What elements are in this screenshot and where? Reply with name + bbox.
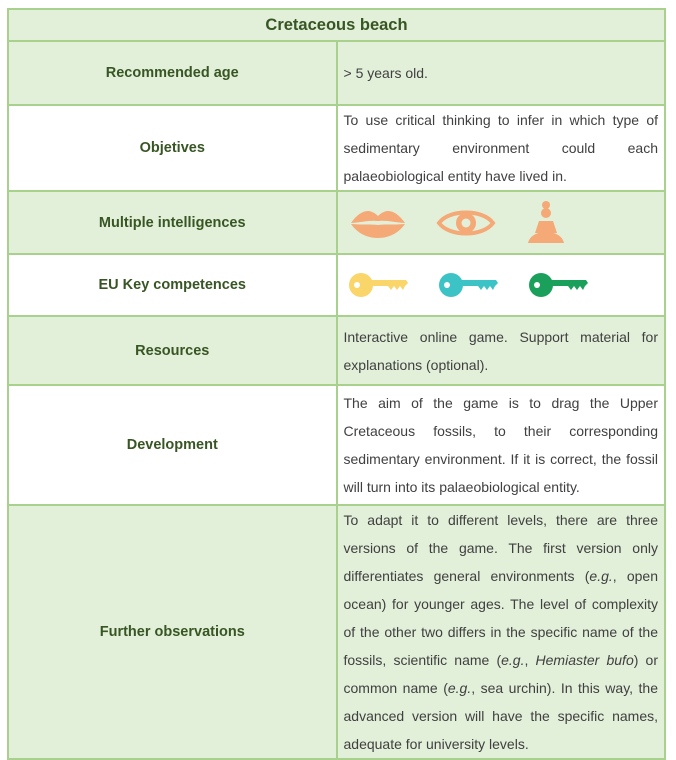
objectives-value: To use critical thinking to infer in whi… (335, 104, 666, 192)
key-icon (528, 273, 588, 297)
activity-card: Cretaceous beach Recommended age > 5 yea… (7, 8, 666, 760)
meditation-icon (527, 200, 564, 243)
table-title: Cretaceous beach (7, 8, 666, 42)
observations-value: To adapt it to different levels, there a… (335, 504, 666, 760)
observations-text: , open ocean) for younger ages. The leve… (343, 568, 659, 668)
activity-table: Cretaceous beach Recommended age > 5 yea… (7, 8, 666, 760)
observations-text: e.g. (589, 568, 613, 584)
observations-text: e.g. (501, 652, 525, 668)
table-row: Resources Interactive online game. Suppo… (7, 315, 666, 386)
observations-text: e.g. (447, 680, 472, 696)
competences-label: EU Key competences (7, 253, 338, 317)
age-value: > 5 years old. (335, 40, 666, 106)
development-value: The aim of the game is to drag the Upper… (335, 384, 666, 506)
age-label: Recommended age (7, 40, 338, 106)
table-row: Recommended age > 5 years old. (7, 40, 666, 106)
observations-label: Further observations (7, 504, 338, 760)
development-label: Development (7, 384, 338, 506)
table-row: Objetives To use critical thinking to in… (7, 104, 666, 192)
table-row: Further observations To adapt it to diff… (7, 504, 666, 760)
intelligences-label: Multiple intelligences (7, 190, 338, 255)
intelligences-icons (335, 190, 666, 255)
lips-icon (350, 210, 405, 238)
key-icon (348, 273, 408, 297)
species-name: Hemiaster bufo (535, 652, 634, 668)
competences-icons (335, 253, 666, 317)
resources-label: Resources (7, 315, 338, 386)
objectives-label: Objetives (7, 104, 338, 192)
observations-text: To adapt it to different levels, there a… (343, 512, 659, 584)
eye-icon (436, 210, 495, 235)
resources-value: Interactive online game. Support materia… (335, 315, 666, 386)
table-row: Multiple intelligences (7, 190, 666, 255)
table-row: Development The aim of the game is to dr… (7, 384, 666, 506)
table-row: EU Key competences (7, 253, 666, 317)
observations-text: , (524, 652, 536, 668)
key-icon (438, 273, 498, 297)
